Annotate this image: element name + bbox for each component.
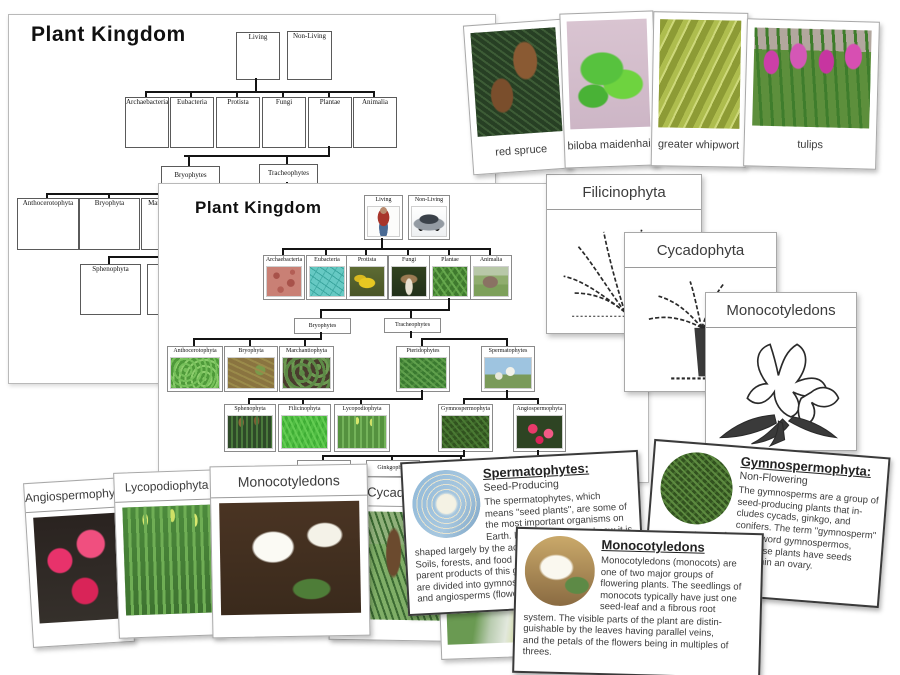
conifer-needles-photo (657, 449, 736, 528)
node-sphenophyta: Sphenophyta (224, 404, 276, 452)
card-title: Cycadophyta (625, 233, 776, 268)
node-filicinophyta: Filicinophyta (278, 404, 331, 452)
node-protista: Protista (346, 255, 388, 300)
card-title: Lycopodiophyta (114, 470, 220, 503)
node-marchantiophyta: Marchantiophyta (279, 346, 334, 392)
fern-photo (281, 415, 328, 449)
photo-card-biloba-maidenhair: biloba maidenhair (559, 10, 659, 169)
fungi-photo (391, 266, 427, 297)
node-fungi: Fungi (262, 97, 306, 148)
lily-illustration (718, 343, 840, 448)
node-tracheophytes: Tracheophytes (259, 164, 318, 184)
chart-title: Plant Kingdom (31, 23, 186, 46)
node-archaebacteria: Archaebacteria (263, 255, 305, 300)
node-living: Living (364, 195, 403, 240)
node-bryophyta: Bryophyta (79, 198, 140, 250)
camellia-photo (33, 512, 126, 624)
node-animalia: Animalia (470, 255, 512, 300)
moss-photo (227, 357, 275, 389)
node-plantae: Plantae (429, 255, 471, 300)
fern-photo (399, 357, 447, 389)
plantae-photo (432, 266, 468, 297)
archaebacteria-photo (266, 266, 302, 297)
node-bryophytes: Bryophytes (294, 318, 351, 334)
photo-card-lycopodiophyta: Lycopodiophyta (113, 469, 225, 639)
card-title: Monocotyledons (601, 537, 705, 555)
node-angiospermophyta: Angiospermophyta (513, 404, 566, 452)
card-title: Monocotyledons (706, 293, 856, 328)
card-label: tulips (797, 138, 824, 152)
man-photo (367, 206, 400, 237)
photo-card-red-spruce: red spruce (462, 18, 573, 176)
node-non-living: Non-Living (287, 31, 332, 80)
car-photo (411, 206, 447, 237)
whipwort-photo (658, 19, 742, 129)
node-gymnospermophyta: Gymnospermophyta (438, 404, 493, 452)
lily-photo (523, 535, 596, 607)
card-title: Angiospermophyta (24, 478, 126, 514)
clubmoss-photo (337, 415, 387, 449)
photo-card-greater-whipwort: greater whipwort (650, 11, 749, 168)
node-lycopodiophyta: Lycopodiophyta (334, 404, 390, 452)
node-bryophyta: Bryophyta (224, 346, 278, 392)
card-label: biloba maidenhair (567, 137, 655, 153)
photo-card-monocotyledons: Monocotyledons (209, 463, 371, 639)
card-body-full: system. The visible parts of the plant a… (522, 611, 729, 658)
ginkgo-leaf-photo (566, 18, 651, 130)
eubacteria-photo (309, 266, 345, 297)
chart-title: Plant Kingdom (195, 198, 322, 217)
node-living: Living (236, 32, 280, 80)
conifer-photo (441, 415, 490, 449)
pine-cone-photo (470, 27, 563, 137)
node-spermatophytes: Spermatophytes (481, 346, 535, 392)
node-sphenophyta: Sphenophyta (80, 264, 141, 315)
seed-head-photo (410, 468, 483, 540)
hornwort-photo (170, 357, 220, 389)
photo-card-tulips: tulips (743, 18, 880, 170)
protista-photo (349, 266, 385, 297)
node-protista: Protista (216, 97, 260, 148)
node-anthocerotophyta: Anthocerotophyta (17, 198, 79, 250)
node-fungi: Fungi (388, 255, 430, 300)
node-anthocerotophyta: Anthocerotophyta (167, 346, 223, 392)
node-pteridophytes: Pteridophytes (396, 346, 450, 392)
liverwort-photo (282, 357, 331, 389)
node-eubacteria: Eubacteria (170, 97, 214, 148)
animalia-photo (473, 266, 509, 297)
node-tracheophytes: Tracheophytes (384, 318, 441, 333)
clubmoss-photo (122, 504, 217, 616)
lily-photo (219, 500, 362, 616)
node-eubacteria: Eubacteria (306, 255, 348, 300)
node-animalia: Animalia (353, 97, 397, 148)
card-label: red spruce (494, 143, 548, 159)
node-plantae: Plantae (308, 97, 352, 148)
text-card-monocotyledons: Monocotyledons Monocotyledons (monocots)… (512, 526, 764, 675)
node-archaebacteria: Archaebacteria (125, 97, 169, 148)
camellia-photo (516, 415, 563, 449)
card-label: greater whipwort (657, 138, 740, 152)
card-title: Filicinophyta (547, 175, 701, 210)
seed-plant-photo (484, 357, 532, 389)
horsetail-photo (227, 415, 273, 449)
node-non-living: Non-Living (408, 195, 450, 240)
card-title: Monocotyledons (210, 464, 368, 499)
illustration-card-monocotyledons: Monocotyledons (705, 292, 857, 451)
tulip-photo (752, 27, 872, 129)
